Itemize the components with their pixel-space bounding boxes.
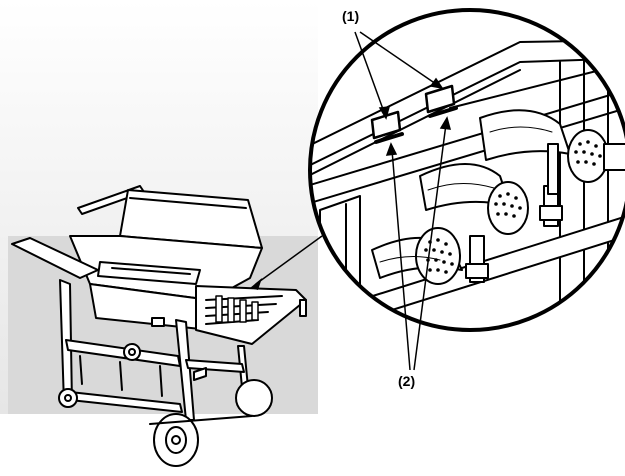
callout-label-2: (2): [398, 373, 416, 389]
gas-grill-illustration: [11, 185, 307, 467]
magnifier-ring: [308, 8, 625, 332]
burner-perforations: [424, 140, 602, 274]
callout-1-arrows: [354, 31, 444, 120]
callout-label-1: (1): [342, 8, 360, 24]
leader-line: [255, 235, 323, 285]
callout-2-arrows: [385, 116, 452, 371]
detail-magnifier: [308, 8, 625, 332]
leader-arrow: [250, 278, 262, 290]
